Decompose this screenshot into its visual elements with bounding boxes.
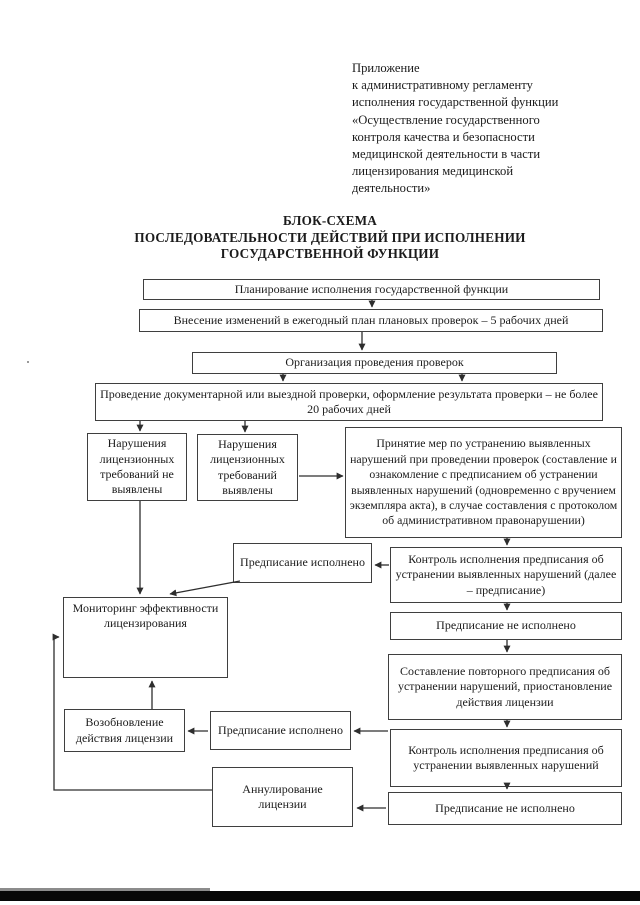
appendix-note: Приложение к административному регламент… bbox=[352, 61, 559, 196]
box-repeat-order: Составление повторного предписания об ус… bbox=[388, 654, 622, 720]
box-plan-changes: Внесение изменений в ежегодный план план… bbox=[139, 309, 603, 332]
box-remedial-measures: Принятие мер по устранению выявленных на… bbox=[345, 427, 622, 538]
scan-speck bbox=[27, 361, 29, 363]
box-order-not-executed-2: Предписание не исполнено bbox=[388, 792, 622, 825]
box-no-violations: Нарушения лицензионных требований не выя… bbox=[87, 433, 187, 501]
box-license-renewal: Возобновление действия лицензии bbox=[64, 709, 185, 752]
box-inspection-organization: Организация проведения проверок bbox=[192, 352, 557, 374]
page-title: БЛОК-СХЕМА ПОСЛЕДОВАТЕЛЬНОСТИ ДЕЙСТВИЙ П… bbox=[134, 213, 526, 261]
bottom-rule-shadow bbox=[0, 888, 210, 892]
box-order-executed-2: Предписание исполнено bbox=[210, 711, 351, 750]
box-license-annulment: Аннулирование лицензии bbox=[212, 767, 353, 827]
box-order-control-1: Контроль исполнения предписания об устра… bbox=[390, 547, 622, 603]
box-order-not-executed-1: Предписание не исполнено bbox=[390, 612, 622, 640]
box-order-executed-1: Предписание исполнено bbox=[233, 543, 372, 583]
bottom-scan-rule bbox=[0, 891, 640, 901]
box-order-control-2: Контроль исполнения предписания об устра… bbox=[390, 729, 622, 787]
box-violations-found: Нарушения лицензионных требований выявле… bbox=[197, 434, 298, 501]
box-planning: Планирование исполнения государственной … bbox=[143, 279, 600, 300]
box-inspection-execution: Проведение документарной или выездной пр… bbox=[95, 383, 603, 421]
box-licensing-monitoring: Мониторинг эффективности лицензирования bbox=[63, 597, 228, 678]
